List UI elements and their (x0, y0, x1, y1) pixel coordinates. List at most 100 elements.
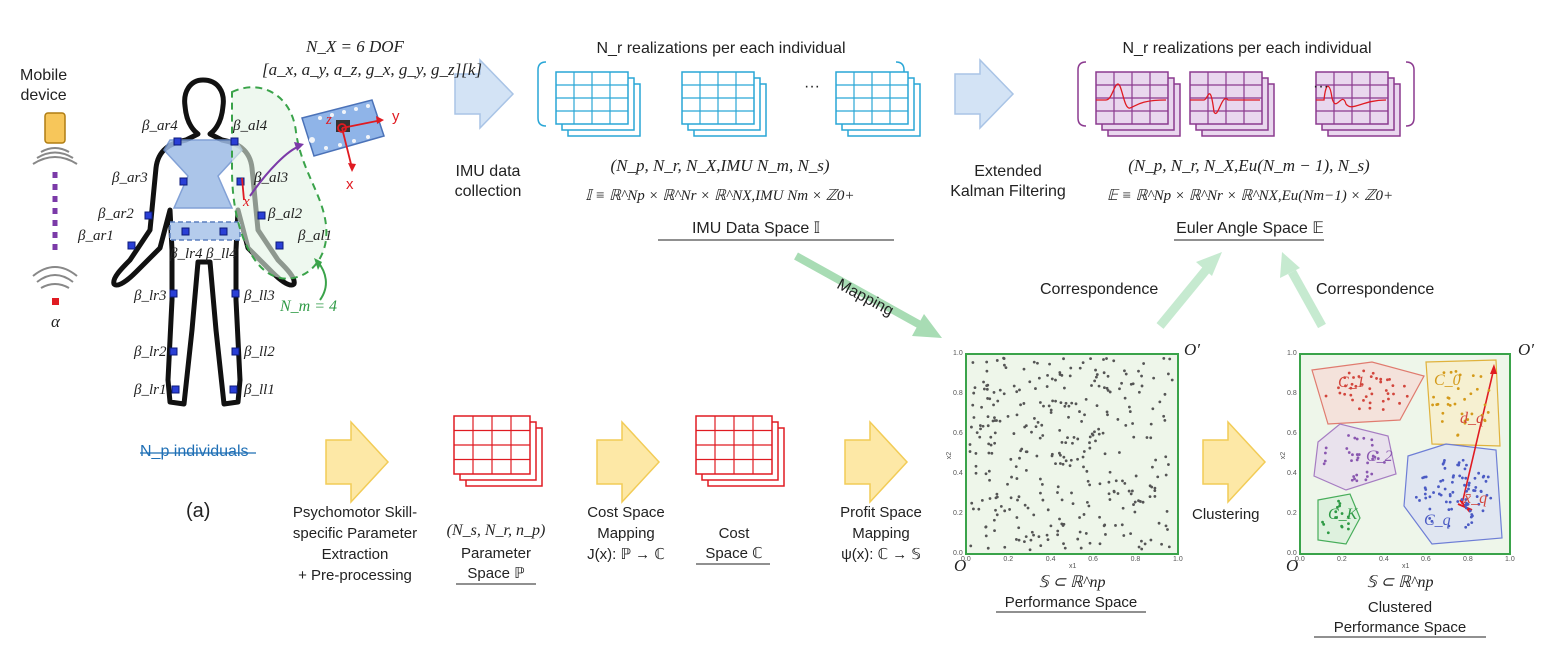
scatter-point (1167, 545, 1171, 549)
scatter-point (1023, 503, 1027, 507)
scatter-point (1049, 524, 1053, 528)
cluster-c1-hull (1311, 361, 1425, 425)
scatter-point (1162, 414, 1166, 418)
parameter-tuple: (N_s, N_r, n_p) (446, 522, 546, 539)
sensor-label-ll1: β_ll1 (244, 382, 275, 398)
sensor-label-lr3: β_lr3 (134, 288, 167, 304)
scatter-point (988, 497, 992, 500)
cluster-point (1405, 394, 1409, 398)
scatter-point (1106, 413, 1109, 417)
scatter-point (1102, 358, 1105, 361)
scatter-point (1114, 524, 1117, 527)
scatter-point (995, 419, 998, 422)
scatter-point (984, 525, 988, 529)
scatter-point (1137, 390, 1141, 394)
cluster-point (1441, 411, 1445, 415)
scatter-point (1066, 436, 1069, 440)
cluster-point (1477, 502, 1481, 506)
y-tick-label: 0.0 (953, 550, 963, 557)
scatter-point (1050, 377, 1054, 381)
cluster-point (1470, 412, 1474, 416)
imu-axes (241, 119, 383, 201)
cluster-point (1465, 489, 1468, 493)
scatter-point (1088, 446, 1092, 450)
scatter-point (975, 431, 979, 435)
y-tick-label: 1.0 (1287, 350, 1297, 357)
cluster-point (1439, 479, 1443, 483)
mapping-arrow (794, 252, 942, 338)
scatter-point (1045, 533, 1049, 537)
scatter-point (1024, 424, 1028, 428)
scatter-point (1051, 399, 1055, 403)
cluster-point (1337, 386, 1340, 390)
scatter-point (1071, 502, 1075, 506)
scatter-point (1120, 381, 1123, 385)
extraction-label: Psychomotor Skill- specific Parameter Ex… (292, 504, 418, 584)
y-tick-label: 0.4 (1287, 470, 1297, 477)
scatter-point (1131, 382, 1135, 386)
scatter-point (1028, 380, 1032, 384)
cluster-point (1448, 492, 1452, 496)
scatter-point (1137, 545, 1141, 549)
scatter-point (973, 386, 977, 390)
scatter-point (1015, 477, 1019, 480)
scatter-point (1062, 522, 1066, 526)
euler-tuple: (N_p, N_r, N_X,Eu(N_m − 1), N_s) (1128, 156, 1370, 175)
cluster-point (1326, 531, 1330, 535)
scatter-point (984, 534, 988, 538)
belt-shape (169, 221, 241, 241)
scatter-point (986, 424, 990, 428)
cluster-point (1362, 436, 1366, 440)
scatter-point (1103, 452, 1107, 456)
scatter-point (1014, 538, 1018, 541)
scatter-point (1132, 503, 1135, 506)
cluster-point (1336, 505, 1339, 509)
scatter-point (1164, 473, 1168, 477)
scatter-point (998, 388, 1002, 392)
cluster-point (1340, 512, 1344, 515)
scatter-point (1040, 482, 1044, 486)
clustering-label: Clustering (1192, 506, 1260, 523)
y-tick-label: 0.4 (953, 470, 963, 477)
scatter-point (1015, 413, 1019, 417)
scatter-point (1134, 474, 1138, 478)
scatter-point (1098, 482, 1102, 486)
scatter-point (971, 361, 975, 364)
scatter-point (1038, 436, 1042, 440)
x-tick-label: 1.0 (1173, 556, 1183, 563)
scatter-point (1029, 538, 1033, 542)
cluster-point (1321, 520, 1324, 524)
y-arrowhead (376, 116, 384, 124)
cluster-point (1465, 463, 1468, 467)
scatter-point (1164, 524, 1168, 528)
cluster-point (1403, 384, 1406, 388)
scatter-point (1121, 479, 1124, 483)
scatter-point (1102, 371, 1106, 375)
cluster-point (1323, 451, 1327, 455)
scatter-point (1024, 535, 1028, 539)
scatter-point (1163, 392, 1167, 396)
scatter-point (1127, 405, 1131, 409)
scatter-point (1068, 374, 1072, 378)
x-tick-label: 0.2 (1337, 556, 1347, 563)
scatter-point (1062, 357, 1065, 361)
cluster-point (1364, 478, 1368, 482)
cluster-point (1371, 457, 1375, 461)
scatter-point (1154, 458, 1158, 462)
scatter-point (1149, 436, 1153, 440)
cluster-point (1473, 476, 1477, 480)
scatter-point (1142, 362, 1146, 365)
cluster-point (1466, 418, 1470, 421)
performance-space-name: Performance Space (1004, 594, 1138, 611)
x-tick-label: 0.8 (1463, 556, 1473, 563)
scatter-point (1108, 498, 1112, 501)
scatter-point (1056, 485, 1060, 489)
cluster-point (1373, 455, 1377, 459)
scatter-point (988, 478, 991, 482)
cluster-point (1463, 483, 1466, 487)
cluster-point (1466, 502, 1470, 506)
scatter-point (992, 391, 996, 394)
individuals-label: N_p individuals (140, 443, 249, 460)
euler-bracket-right (1405, 61, 1415, 127)
cluster-point (1375, 451, 1379, 454)
